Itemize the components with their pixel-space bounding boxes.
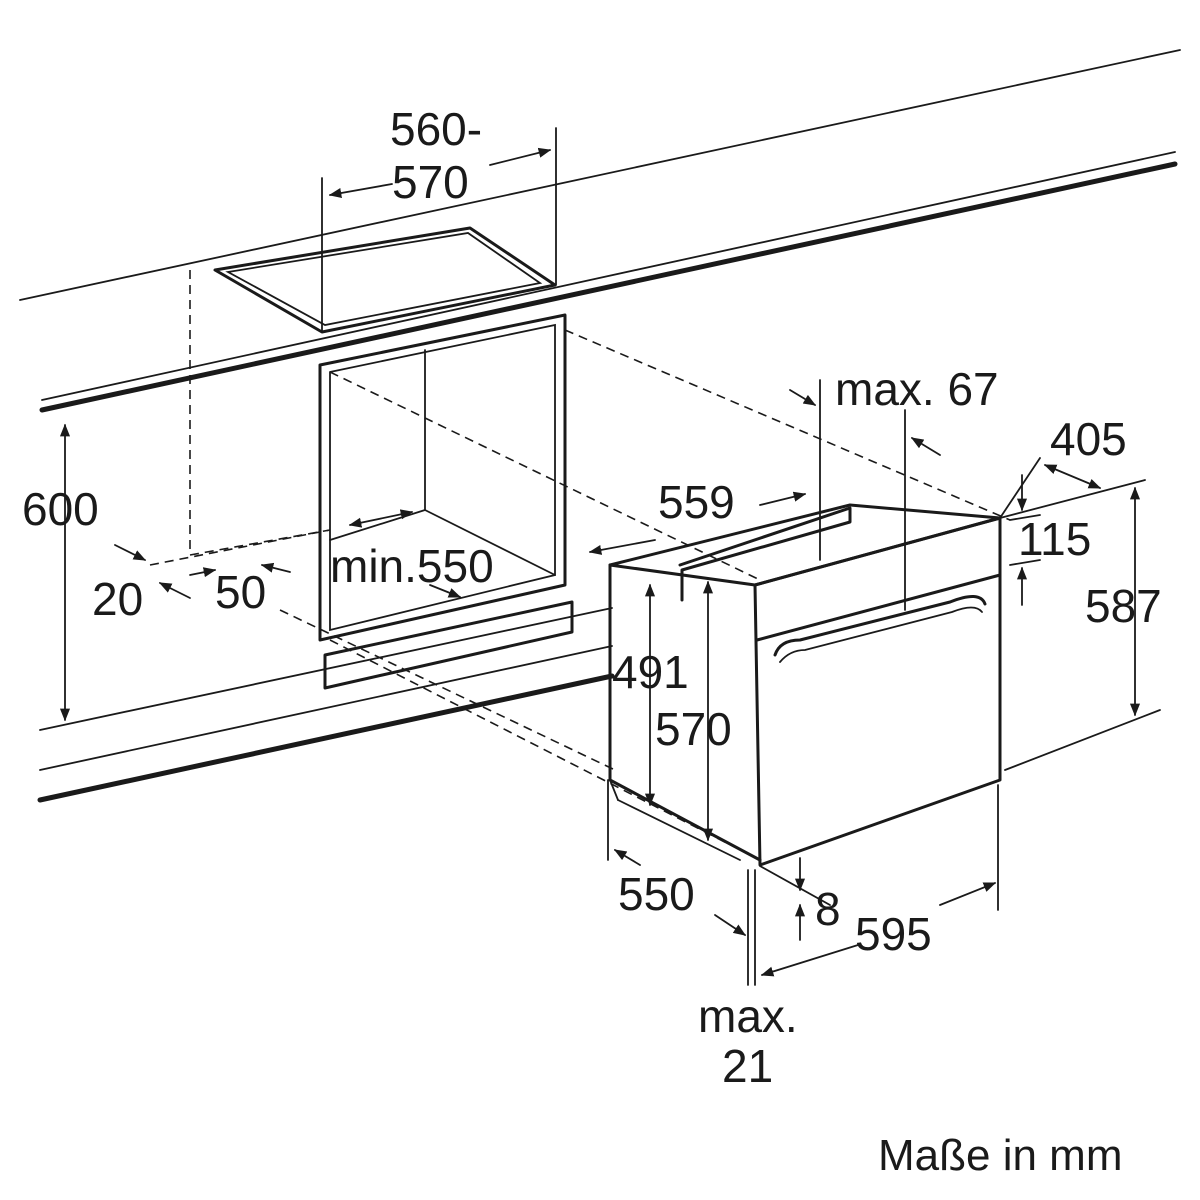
units-note: Maße in mm	[878, 1131, 1122, 1180]
label-595: 595	[855, 908, 932, 960]
label-559: 559	[658, 476, 735, 528]
label-gap-20: 20	[92, 573, 143, 625]
dimension-labels: 560- 570 600 20 50 min.550 max. 67 405 5…	[22, 103, 1162, 1180]
floor-lines	[37, 607, 1161, 803]
label-max-67: max. 67	[835, 363, 999, 415]
label-115: 115	[1018, 513, 1091, 565]
label-max21-2: 21	[722, 1040, 773, 1092]
hob-cutout	[213, 226, 557, 334]
label-niche-height: 600	[22, 483, 99, 535]
label-587: 587	[1085, 580, 1162, 632]
label-8: 8	[815, 883, 841, 935]
label-405: 405	[1050, 413, 1127, 465]
label-cutout-width-2: 570	[392, 156, 469, 208]
label-max21-1: max.	[698, 990, 798, 1042]
label-min-depth: min.550	[330, 540, 494, 592]
dimensions	[59, 127, 1146, 986]
label-550: 550	[618, 868, 695, 920]
worktop	[19, 49, 1181, 413]
label-gap-50: 50	[215, 566, 266, 618]
label-491: 491	[612, 646, 689, 698]
label-570: 570	[655, 703, 732, 755]
niche	[318, 313, 574, 690]
label-cutout-width-1: 560-	[390, 103, 482, 155]
